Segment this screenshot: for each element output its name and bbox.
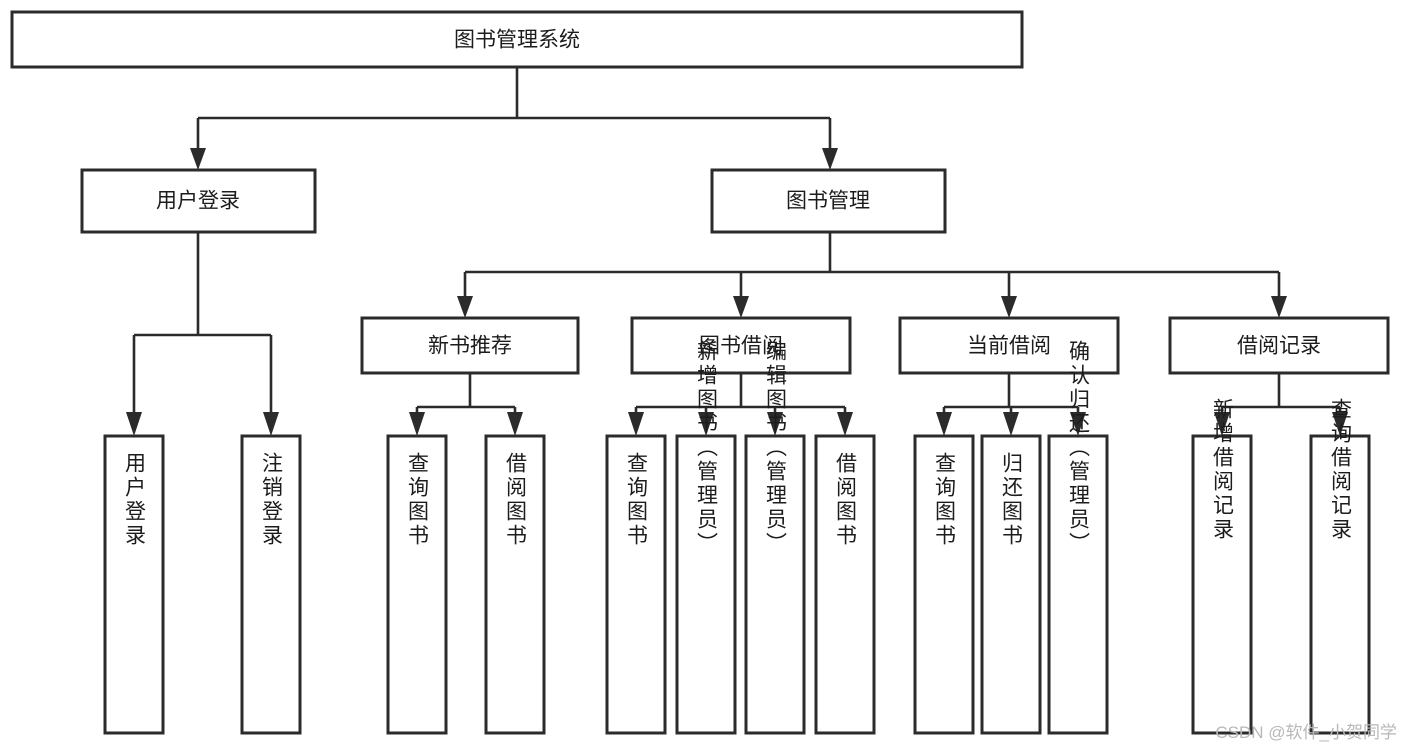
node-current-borrow[interactable]: 当前借阅 [898,316,1120,375]
node-leaf-query-book-3-box[interactable] [913,434,975,735]
node-leaf-user-login-label: 用户登录 [123,452,147,548]
node-leaf-query-record-label: 查询借阅记录 [1329,398,1353,542]
node-user-login-box[interactable] [80,168,317,234]
node-new-book-rec-box[interactable] [360,316,580,375]
node-leaf-borrow-book-1[interactable]: 借阅图书 [484,434,546,735]
node-book-borrow-label: 图书借阅 [699,335,783,358]
node-root-label: 图书管理系统 [454,29,580,52]
node-book-borrow[interactable]: 图书借阅 [630,316,852,375]
arrow-head-new-book-rec [457,296,473,318]
node-leaf-confirm-return-box[interactable] [1047,434,1109,735]
arrow-head-leaf-borrow-book-2 [837,412,853,436]
node-leaf-add-book-label: 新增图书（管理员） [695,340,719,556]
node-leaf-query-book-2-label: 查询图书 [625,452,649,548]
node-leaf-query-record[interactable]: 查询借阅记录 [1309,398,1371,735]
node-user-login-label: 用户登录 [156,190,240,213]
node-book-manage-box[interactable] [710,168,947,234]
arrow-head-leaf-edit-book [767,412,783,436]
node-new-book-rec[interactable]: 新书推荐 [360,316,580,375]
node-leaf-user-login[interactable]: 用户登录 [103,434,165,735]
node-leaf-borrow-book-1-box[interactable] [484,434,546,735]
arrow-head-leaf-add-book [698,412,714,436]
node-leaf-borrow-book-2-box[interactable] [814,434,876,735]
node-borrow-record-label: 借阅记录 [1237,335,1321,358]
node-new-book-rec-label: 新书推荐 [428,335,512,358]
node-book-borrow-box[interactable] [630,316,852,375]
csdn-watermark: CSDN @软件_小贺同学 [1215,723,1397,742]
node-leaf-return-book-label: 归还图书 [1000,452,1024,548]
node-borrow-record-box[interactable] [1168,316,1390,375]
node-leaf-query-book-1-label: 查询图书 [406,452,430,548]
node-leaf-edit-book[interactable]: 编辑图书（管理员） [744,340,806,735]
arrow-head-leaf-return-book [1003,412,1019,436]
node-root[interactable]: 图书管理系统 [10,10,1024,69]
node-leaf-query-record-box[interactable] [1309,434,1371,735]
node-leaf-query-book-1-box[interactable] [386,434,448,735]
node-leaf-add-book-box[interactable] [675,434,737,735]
arrow-head-book-borrow [733,296,749,318]
node-borrow-record[interactable]: 借阅记录 [1168,316,1390,375]
node-leaf-edit-book-label: 编辑图书（管理员） [764,340,788,556]
arrow-head-leaf-query-book-1 [409,412,425,436]
node-root-box[interactable] [10,10,1024,69]
node-book-manage-label: 图书管理 [786,190,870,213]
node-leaf-logout[interactable]: 注销登录 [240,434,302,735]
arrow-head-user-login [190,148,206,170]
arrow-head-leaf-query-record [1332,412,1348,436]
arrow-head-leaf-logout [263,412,279,436]
node-user-login[interactable]: 用户登录 [80,168,317,234]
node-leaf-query-book-2-box[interactable] [605,434,667,735]
arrow-head-leaf-borrow-book-1 [507,412,523,436]
node-leaf-return-book[interactable]: 归还图书 [980,434,1042,735]
node-current-borrow-box[interactable] [898,316,1120,375]
node-leaf-borrow-book-2-label: 借阅图书 [834,452,858,548]
node-leaf-add-record[interactable]: 新增借阅记录 [1191,398,1253,735]
node-leaf-add-record-box[interactable] [1191,434,1253,735]
arrow-head-leaf-confirm-return [1070,412,1086,436]
node-current-borrow-label: 当前借阅 [967,335,1051,358]
node-leaf-borrow-book-2[interactable]: 借阅图书 [814,434,876,735]
connector-layer [126,67,1348,436]
node-leaf-return-book-box[interactable] [980,434,1042,735]
node-leaf-confirm-return[interactable]: 确认归还（管理员） [1047,340,1109,735]
node-leaf-query-book-2[interactable]: 查询图书 [605,434,667,735]
arrow-head-leaf-user-login [126,412,142,436]
node-leaf-query-book-1[interactable]: 查询图书 [386,434,448,735]
node-leaf-confirm-return-label: 确认归还（管理员） [1067,340,1091,556]
arrow-head-leaf-add-record [1214,412,1230,436]
node-leaf-query-book-3-label: 查询图书 [933,452,957,548]
arrow-head-leaf-query-book-3 [936,412,952,436]
arrow-head-leaf-query-book-2 [628,412,644,436]
node-leaf-borrow-book-1-label: 借阅图书 [504,452,528,548]
node-leaf-user-login-box[interactable] [103,434,165,735]
node-leaf-logout-label: 注销登录 [260,452,284,548]
node-book-manage[interactable]: 图书管理 [710,168,947,234]
arrow-head-book-manage [822,148,838,170]
arrow-head-current-borrow [1001,296,1017,318]
node-leaf-add-record-label: 新增借阅记录 [1211,398,1235,542]
node-leaf-add-book[interactable]: 新增图书（管理员） [675,340,737,735]
arrow-head-borrow-record [1271,296,1287,318]
node-leaf-logout-box[interactable] [240,434,302,735]
node-leaf-query-book-3[interactable]: 查询图书 [913,434,975,735]
node-leaf-edit-book-box[interactable] [744,434,806,735]
